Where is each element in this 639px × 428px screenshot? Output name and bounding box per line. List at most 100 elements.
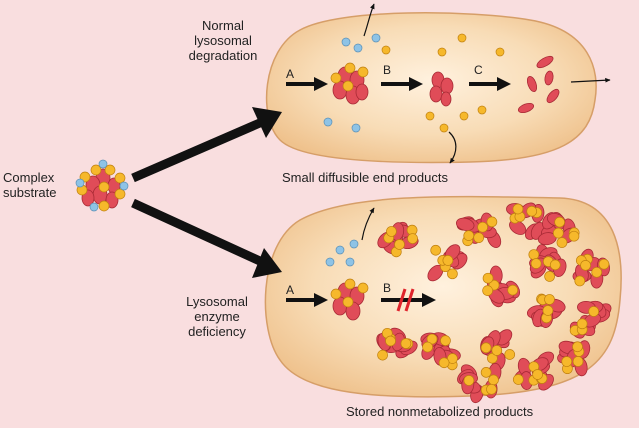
stored-yellow-molecule — [486, 216, 498, 228]
step-arrow-b-top — [381, 77, 423, 91]
stored-yellow-molecule — [491, 345, 503, 356]
stored-yellow-molecule — [512, 203, 524, 215]
stored-yellow-molecule — [463, 230, 475, 241]
exit-arrow-top — [363, 3, 375, 37]
stored-yellow-molecule — [407, 233, 418, 244]
stored-cluster — [528, 244, 567, 282]
stored-yellow-molecule — [554, 216, 565, 228]
stored-yellow-molecule — [588, 306, 600, 317]
stored-cluster — [526, 293, 566, 328]
branch-arrow-down — [131, 198, 282, 278]
complex-substrate-cluster — [75, 159, 129, 212]
stored-yellow-molecule — [544, 271, 555, 282]
stored-yellow-molecule — [377, 349, 388, 361]
stored-yellow-molecule — [400, 338, 412, 349]
label-enzyme-deficiency: Lysosomal enzyme deficiency — [186, 294, 248, 339]
label-small-products: Small diffusible end products — [282, 170, 448, 185]
stored-yellow-molecule — [488, 374, 499, 386]
partial-cluster-bottom — [330, 278, 369, 321]
stored-yellow-molecule — [512, 374, 524, 385]
stored-yellow-molecule — [482, 285, 493, 296]
stored-yellow-molecule — [572, 356, 584, 367]
stored-yellow-molecule — [386, 226, 397, 237]
block-mark — [396, 288, 407, 312]
exit-arrow-lower-cell — [361, 207, 375, 241]
stored-yellow-molecule — [532, 369, 543, 380]
stored-cluster — [420, 332, 461, 371]
free-blue-molecules-bottom — [325, 239, 359, 267]
stored-cluster — [557, 340, 591, 377]
stored-cluster — [482, 265, 521, 308]
stored-yellow-molecule — [556, 237, 568, 248]
stored-cluster — [537, 211, 580, 248]
stored-cluster — [572, 248, 610, 289]
stored-cluster — [427, 244, 468, 282]
stored-yellow-molecule — [480, 367, 492, 378]
stored-yellow-molecule — [442, 255, 454, 266]
stored-cluster — [512, 351, 555, 391]
stored-cluster — [480, 329, 516, 371]
step-arrow-b-bottom-blocked — [381, 288, 436, 312]
stored-yellow-molecule — [530, 258, 542, 269]
exit-arrow-right — [570, 77, 611, 83]
stored-yellow-molecule — [542, 305, 554, 316]
stored-yellow-molecule — [572, 341, 583, 353]
stored-yellow-molecule — [598, 258, 610, 270]
stored-yellow-molecule — [394, 239, 405, 250]
stored-yellow-molecule — [482, 272, 494, 284]
step-label-c-top: C — [474, 63, 483, 77]
step-arrow-a-bottom — [286, 293, 328, 307]
stored-yellow-molecule — [447, 353, 458, 364]
free-yellow-molecules-top — [381, 33, 505, 133]
stored-red-molecule — [509, 219, 527, 235]
stored-yellow-molecule — [440, 335, 451, 346]
cluster-after-b-top — [429, 71, 454, 107]
step-label-b-top: B — [383, 63, 391, 77]
stored-yellow-molecule — [463, 375, 475, 386]
stored-yellow-molecule — [576, 318, 588, 330]
stored-yellow-molecule — [528, 249, 540, 260]
stored-yellow-molecule — [561, 356, 573, 367]
stored-yellow-molecule — [526, 205, 538, 217]
stored-yellow-molecule — [504, 349, 516, 360]
stored-yellow-molecule — [568, 230, 580, 242]
stored-yellow-molecule — [486, 383, 497, 395]
stored-yellow-molecule — [549, 259, 561, 271]
label-stored-products: Stored nonmetabolized products — [346, 404, 534, 419]
stored-yellow-molecule — [580, 259, 591, 271]
step-arrow-c-top — [469, 77, 511, 91]
stored-yellow-molecule — [430, 244, 442, 256]
stored-yellow-molecule — [473, 232, 485, 244]
stored-yellow-molecule — [480, 342, 492, 354]
step-arrow-a-top — [286, 77, 328, 91]
step-label-a-bottom: A — [286, 283, 294, 297]
label-normal-degradation: Normal lysosomal degradation — [188, 18, 258, 63]
stored-yellow-molecule — [477, 221, 488, 233]
stored-cluster — [455, 212, 502, 249]
stored-cluster — [377, 221, 419, 258]
stored-red-molecule — [455, 217, 475, 232]
step-label-a-top: A — [286, 67, 294, 81]
stored-yellow-molecule — [447, 268, 458, 280]
stored-cluster — [506, 202, 546, 240]
normal-lysosome — [265, 12, 597, 164]
stored-yellow-molecule — [385, 335, 396, 347]
stored-cluster — [376, 327, 418, 361]
free-blue-molecules-top — [323, 33, 381, 133]
stored-cluster — [457, 362, 502, 404]
exit-arrow-bottom — [448, 131, 457, 164]
stored-yellow-molecule — [591, 266, 603, 278]
stored-yellow-molecule — [507, 284, 519, 296]
partial-cluster-top — [330, 62, 369, 105]
stored-product-clusters — [376, 202, 612, 404]
end-product-molecules — [517, 55, 560, 114]
stored-yellow-molecule — [422, 341, 433, 353]
stored-cluster — [569, 300, 612, 339]
stored-yellow-molecule — [552, 227, 564, 239]
step-label-b-bottom: B — [383, 281, 391, 295]
stored-yellow-molecule — [574, 275, 586, 287]
stored-yellow-molecule — [544, 294, 555, 305]
stored-yellow-molecule — [438, 357, 450, 369]
branch-arrow-up — [131, 107, 282, 183]
